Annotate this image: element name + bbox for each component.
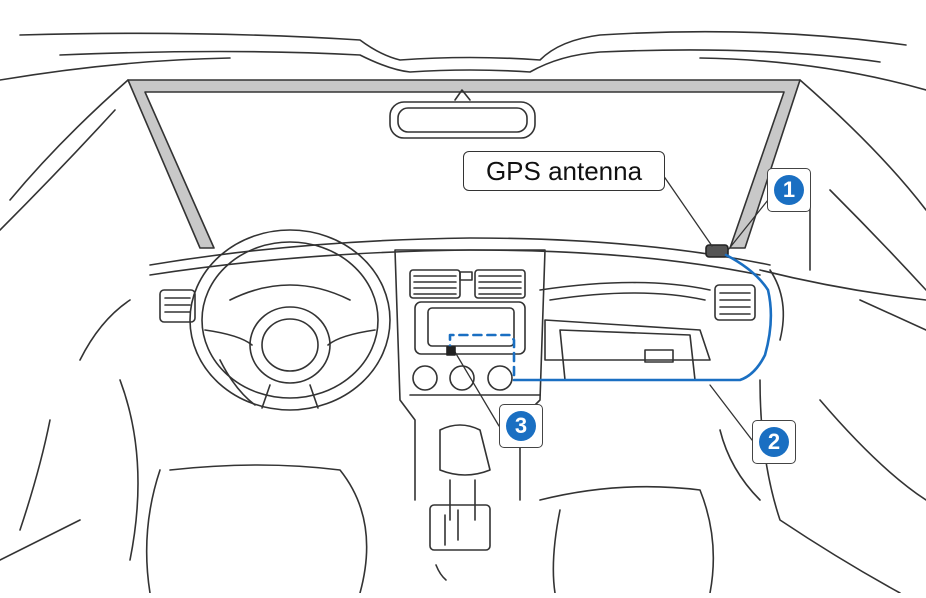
roof-outline — [0, 30, 926, 91]
callout-number: 2 — [759, 427, 789, 457]
gps-antenna-label: GPS antenna — [463, 151, 665, 191]
callout-3: 3 — [499, 404, 543, 448]
callout-number: 3 — [506, 411, 536, 441]
callout-2: 2 — [752, 420, 796, 464]
air-vents — [159, 269, 756, 323]
antenna-cable — [448, 253, 773, 382]
rear-view-mirror — [389, 89, 536, 139]
dashboard — [79, 237, 785, 381]
cable-connector — [446, 346, 456, 356]
callout-1: 1 — [767, 168, 811, 212]
windshield-frame — [127, 79, 801, 249]
callout-number: 1 — [774, 175, 804, 205]
steering-wheel — [189, 229, 391, 411]
leader-lines — [454, 174, 769, 441]
gear-shifter — [429, 424, 491, 581]
gps-antenna-device — [705, 244, 729, 258]
